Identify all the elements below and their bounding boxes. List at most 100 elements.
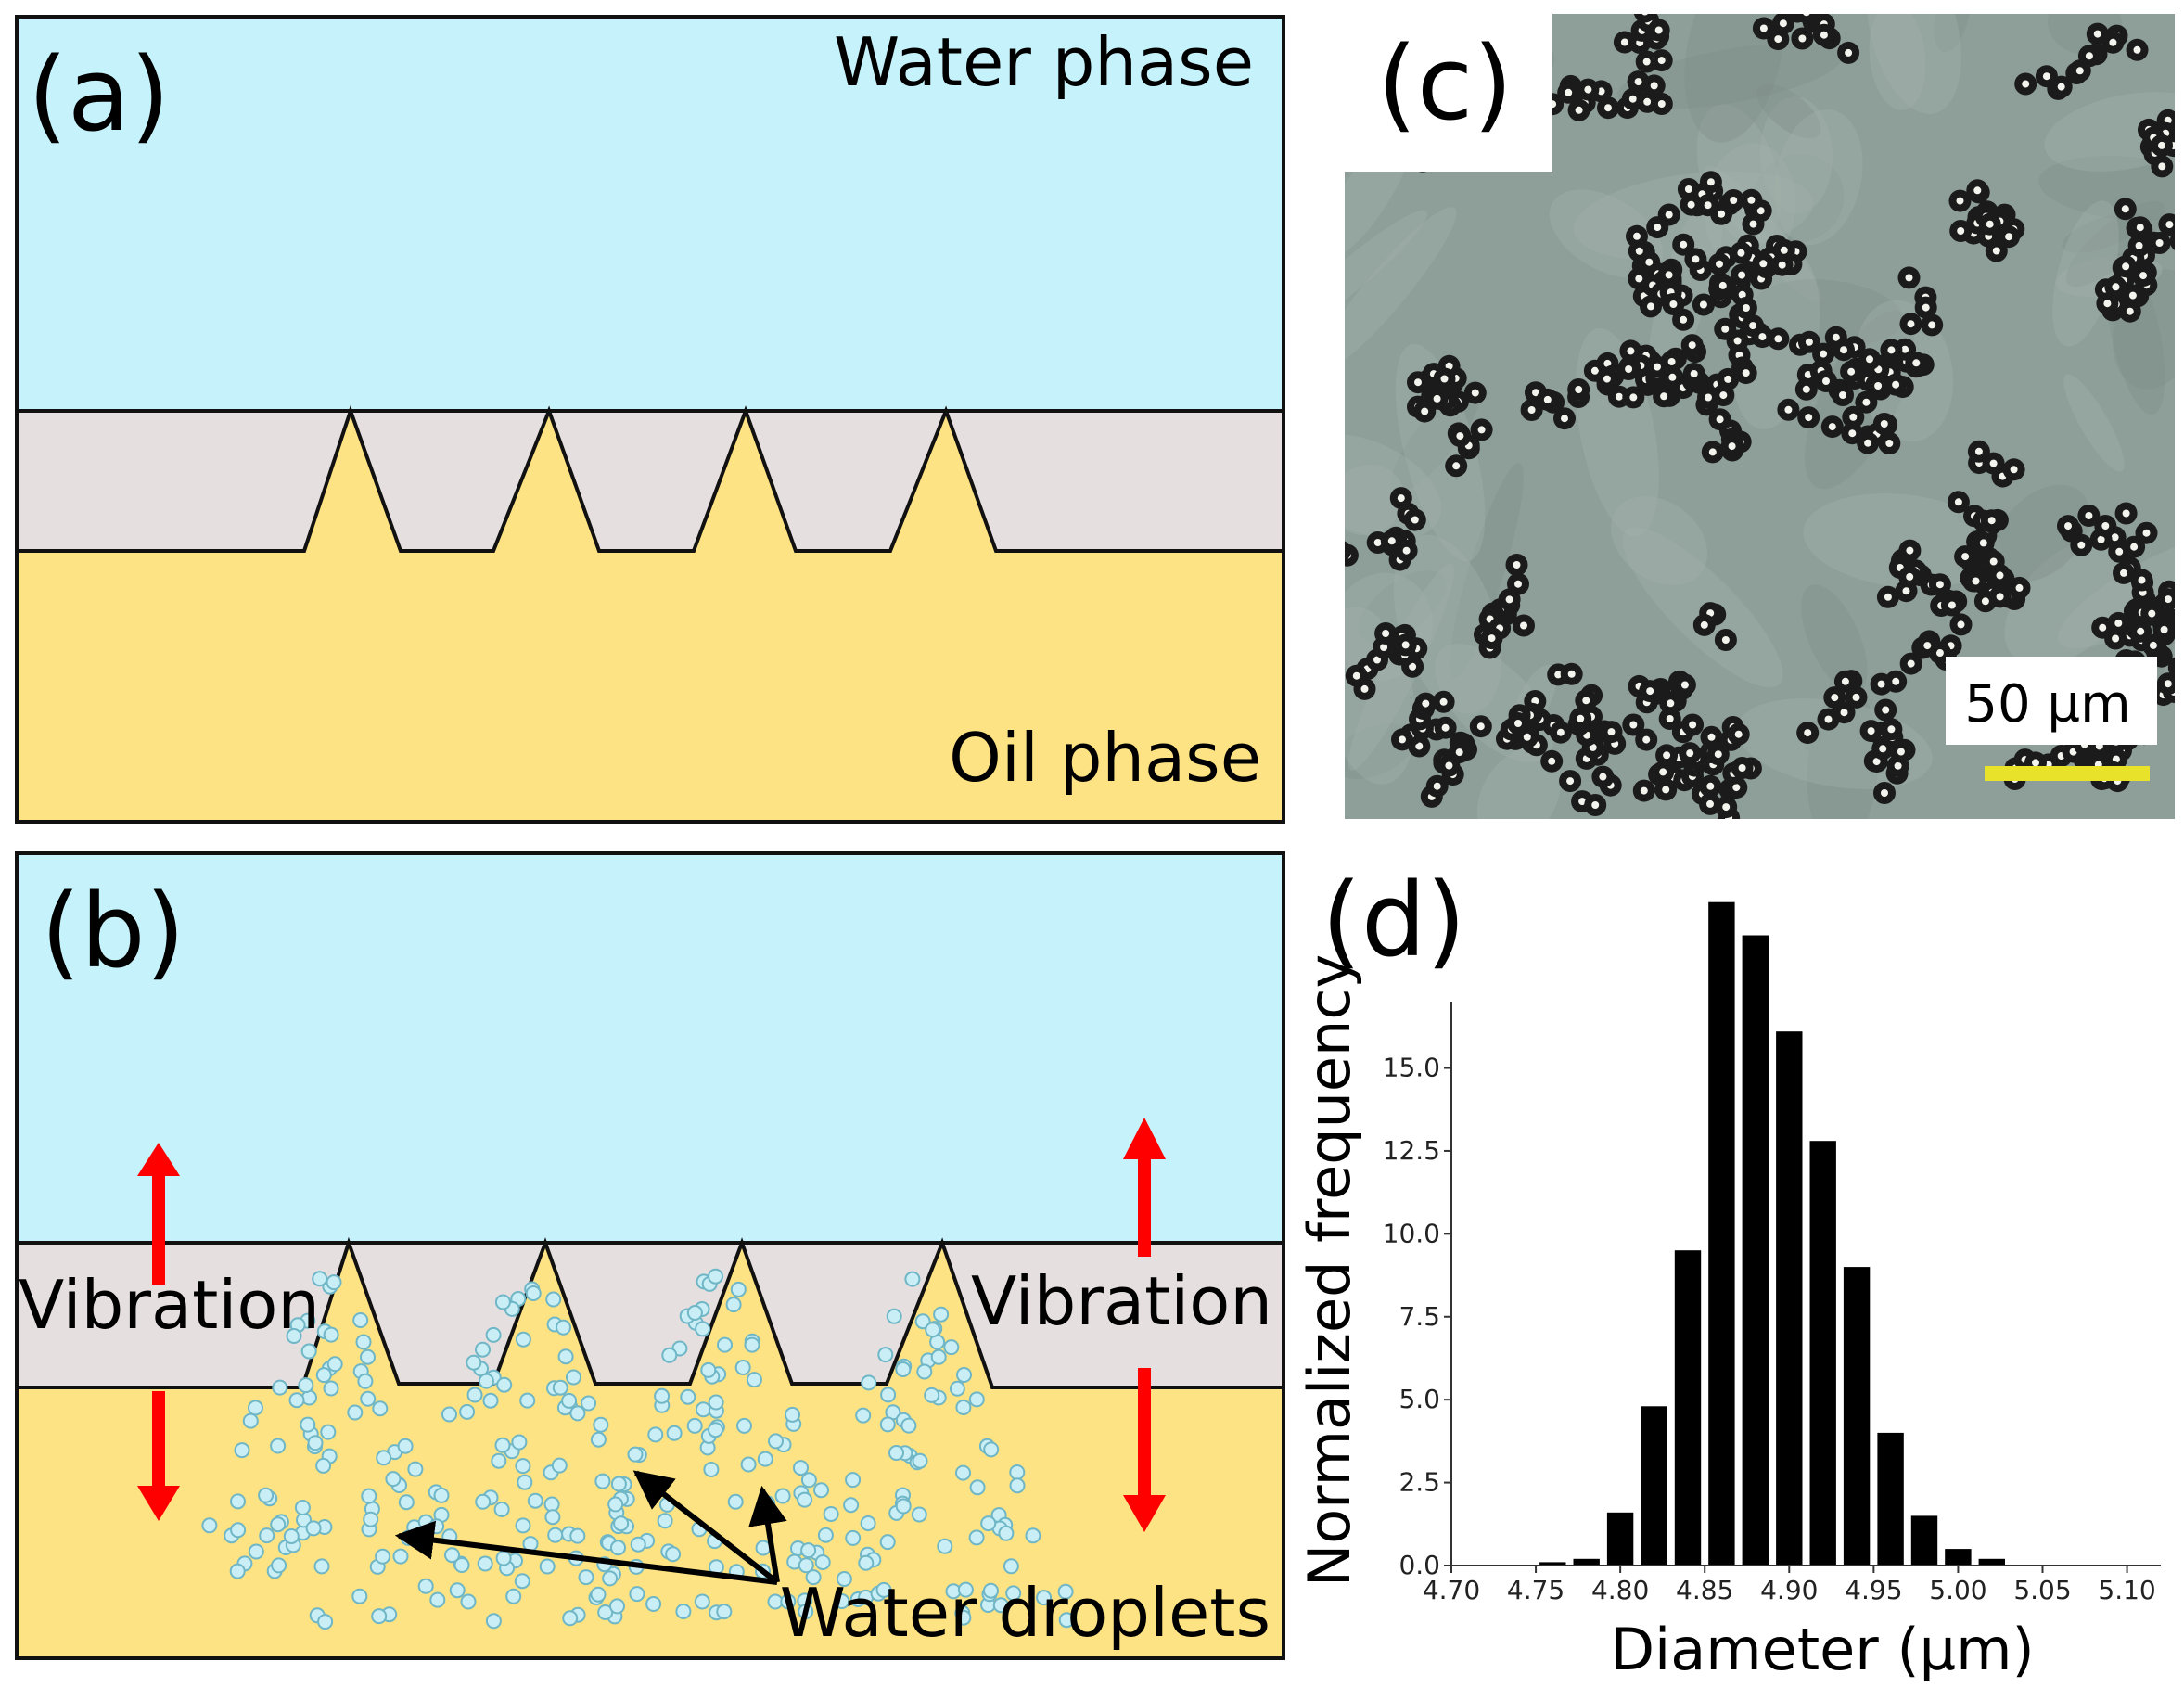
texture-patch [1867, 14, 1961, 114]
micro-droplet [1633, 14, 1656, 23]
micro-droplet-highlight [2155, 239, 2164, 247]
water-droplet [375, 1548, 391, 1565]
micro-droplet-highlight [1872, 758, 1881, 766]
micro-droplet-highlight [1421, 407, 1429, 415]
water-droplet [686, 1305, 703, 1321]
water-droplet [855, 1407, 872, 1424]
micro-droplet-highlight [1445, 761, 1453, 770]
micro-droplet-highlight [1646, 687, 1654, 696]
micro-droplet-highlight [1973, 186, 1982, 195]
vibration-right-label: Vibration [971, 1262, 1272, 1340]
micro-droplet-highlight [1663, 751, 1671, 760]
water-droplet [708, 1268, 723, 1285]
water-droplet [514, 1573, 530, 1590]
micro-droplet-highlight [1805, 338, 1813, 346]
micro-droplet-highlight [1706, 178, 1715, 186]
water-droplet [703, 1462, 720, 1477]
micro-droplet-highlight [1642, 58, 1651, 66]
water-droplet [352, 1312, 369, 1328]
micro-droplet-highlight [2122, 262, 2130, 271]
micro-droplet [1300, 526, 1322, 548]
micro-droplet-highlight [1928, 321, 1936, 329]
water-phase-label: Water phase [834, 23, 1254, 101]
micro-droplet-highlight [1981, 597, 1989, 606]
micro-droplet-highlight [1684, 185, 1692, 193]
water-droplet [428, 1518, 445, 1535]
micro-droplet-highlight [1922, 303, 1930, 312]
micro-droplet-highlight [1336, 547, 1344, 555]
micro-droplet-highlight [2101, 522, 2110, 530]
water-droplet [1025, 1527, 1041, 1544]
water-droplet [937, 1538, 953, 1554]
water-droplet [305, 1520, 322, 1537]
water-droplet [552, 1379, 568, 1396]
micro-droplet-highlight [1758, 333, 1767, 341]
oil-phase-label: Oil phase [949, 719, 1261, 797]
water-droplet [740, 1456, 757, 1473]
texture-patch [1803, 493, 2001, 588]
micro-droplet-highlight [1597, 87, 1605, 96]
micro-droplet-highlight [1887, 346, 1896, 354]
micro-droplet-highlight [1471, 389, 1479, 397]
water-droplet [517, 1474, 533, 1490]
water-droplet [544, 1509, 561, 1526]
water-droplet [610, 1476, 627, 1492]
water-droplet [956, 1367, 972, 1383]
micro-droplet-highlight [1874, 382, 1883, 390]
water-droplet [1003, 1558, 1019, 1575]
micro-droplet-highlight [1607, 728, 1616, 736]
micro-droplet-highlight [1667, 699, 1675, 708]
histogram-bar [1641, 1406, 1667, 1566]
micro-droplet-highlight [1629, 721, 1638, 729]
texture-patch [1345, 210, 1428, 334]
water-droplet [288, 1392, 305, 1409]
water-droplet [877, 1347, 894, 1363]
water-droplet [361, 1488, 377, 1504]
texture-patch [2063, 374, 2125, 472]
texture-patch [1450, 463, 1524, 678]
micro-droplet-highlight [1590, 366, 1599, 375]
micro-droplet-highlight [1707, 733, 1716, 741]
x-tick-label: 5.05 [2013, 1575, 2071, 1605]
micro-droplet-highlight [1831, 694, 1839, 702]
micro-droplet [1345, 541, 1351, 562]
water-droplet [911, 1506, 927, 1523]
water-droplet [272, 1379, 288, 1396]
y-tick-label: 12.5 [1383, 1135, 1440, 1166]
water-droplet [757, 1451, 773, 1467]
micro-droplet-highlight [1488, 634, 1496, 643]
micro-droplet-highlight [1414, 378, 1422, 387]
micro-droplet [2169, 231, 2175, 250]
water-droplet [590, 1586, 607, 1603]
water-droplet [556, 1319, 571, 1336]
micro-droplet-highlight [2165, 221, 2174, 229]
texture-patch [1684, 14, 1784, 143]
micro-droplet-highlight [1732, 784, 1741, 792]
micro-droplet-highlight [1848, 429, 1857, 438]
water-droplet [581, 1395, 596, 1412]
micro-droplet-highlight [1635, 275, 1643, 283]
panel-a: (a) Water phase Oil phase [15, 15, 1285, 824]
micro-droplet-highlight [2158, 162, 2166, 171]
micro-droplet-highlight [1402, 546, 1411, 555]
micro-droplet-highlight [1654, 363, 1661, 371]
micro-droplet-highlight [1749, 220, 1757, 228]
micro-droplet-highlight [1669, 300, 1678, 308]
micro-droplet-highlight [1714, 750, 1722, 759]
water-droplet [955, 1464, 971, 1481]
water-droplet [943, 1339, 960, 1356]
water-droplet [627, 1446, 644, 1463]
micro-droplet-highlight [1532, 389, 1539, 397]
micro-droplet-highlight [1699, 300, 1707, 309]
micro-droplet-highlight [1788, 0, 1795, 5]
water-droplet [248, 1543, 264, 1560]
texture-patch [1801, 584, 1868, 694]
texture-patch [1756, 83, 1821, 139]
scale-bar [1985, 766, 2150, 781]
water-droplet [666, 1425, 683, 1441]
panel-b: (b) Vibration Vibration Water droplets [15, 851, 1285, 1660]
water-droplet [895, 1361, 912, 1377]
membrane-pores-outline [17, 1236, 1284, 1389]
